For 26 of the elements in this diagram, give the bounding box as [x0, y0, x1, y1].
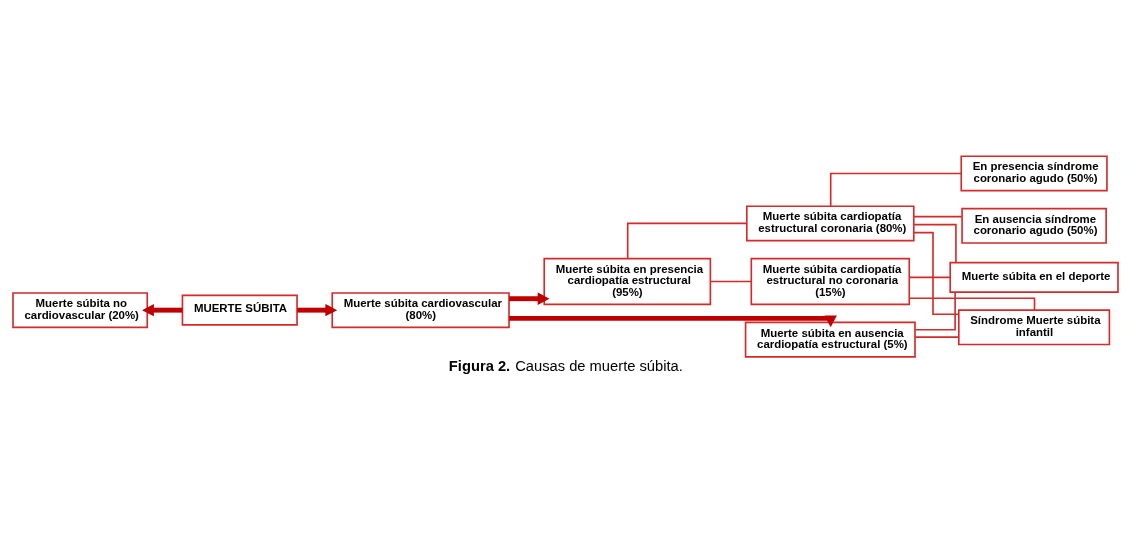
node-box: Muerte súbita cardiopatía estructural no coronaria (15%): [750, 257, 911, 305]
connector: [908, 296, 1036, 311]
node-box: Muerte súbita en el deporte: [949, 261, 1119, 293]
arrow: [297, 303, 338, 316]
connector: [914, 290, 956, 331]
arrow: [509, 291, 550, 305]
caption: Figura 2. Causas de muerte súbita.: [448, 357, 683, 374]
node-box: Síndrome Muerte súbita infantil: [957, 308, 1111, 345]
arrow: [142, 303, 183, 316]
connector: [914, 335, 960, 338]
connector: [913, 215, 963, 217]
connector: [626, 222, 748, 259]
connector: [829, 172, 963, 207]
node-box: MUERTE SÚBITA: [181, 294, 298, 326]
node-box: Muerte súbita cardiopatía estructural coronaria (80%): [745, 204, 915, 241]
connector: [913, 223, 957, 263]
node-box: Muerte súbita cardiovascular (80%): [331, 291, 510, 328]
arrow: [509, 315, 837, 327]
node-box: En ausencia síndrome coronario agudo (50%): [961, 207, 1107, 244]
node-box: En presencia síndrome coronario agudo (50%): [960, 154, 1108, 191]
node-box: Muerte súbita no cardiovascular (20%): [12, 291, 149, 328]
connector: [913, 231, 960, 315]
node-box: Muerte súbita en presencia cardiopatía estructural (95%): [543, 257, 712, 305]
node-box: Muerte súbita en ausencia cardiopatía estructural (5%): [744, 321, 916, 358]
connector: [908, 276, 951, 278]
connector: [709, 280, 752, 282]
